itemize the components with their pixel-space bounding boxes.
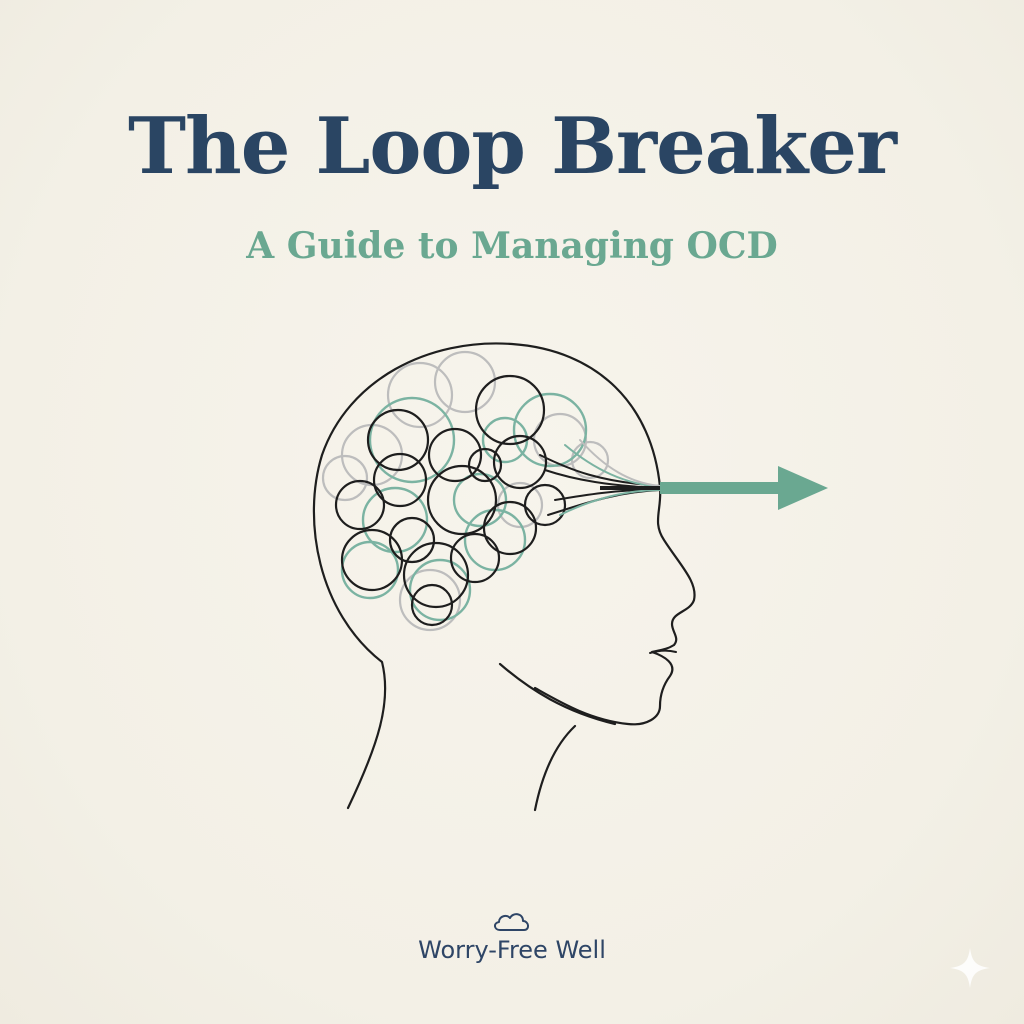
cloud-icon (494, 913, 529, 931)
jaw-line (498, 662, 617, 726)
publisher-name: Worry-Free Well (418, 936, 606, 964)
head-profile-outline (312, 342, 696, 810)
converging-teal-strands (559, 444, 661, 516)
dark-thought-loops (334, 374, 567, 627)
neck-front-line (533, 724, 577, 812)
teal-thought-loops (340, 392, 588, 622)
arrow-right-icon (660, 466, 828, 510)
lips-line (649, 649, 677, 654)
sparkle-icon (950, 948, 990, 988)
cover-subtitle: A Guide to Managing OCD (246, 225, 778, 267)
cover-title: The Loop Breaker (127, 101, 897, 192)
converging-grey-strands (579, 439, 661, 487)
